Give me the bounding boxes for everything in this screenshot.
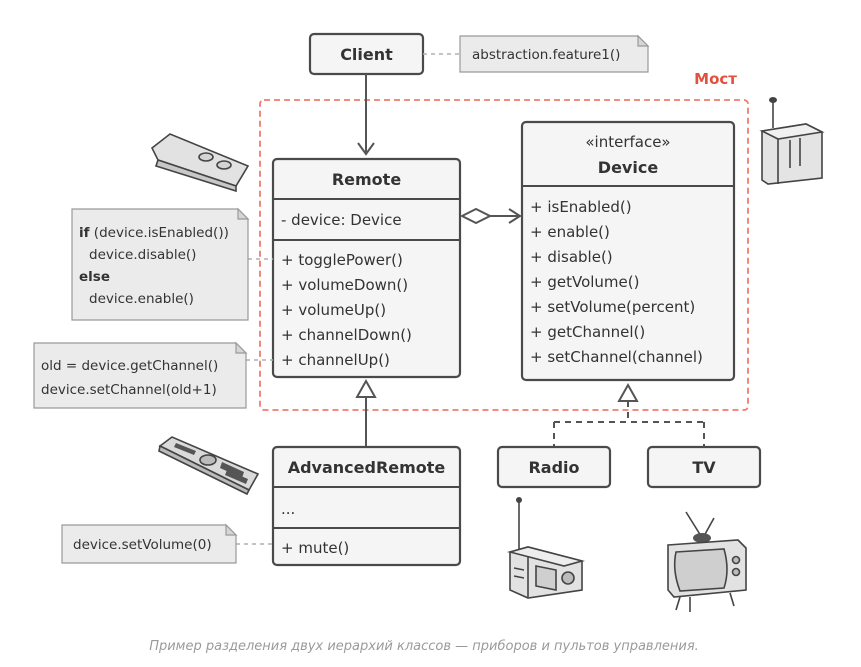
client-note: abstraction.feature1() bbox=[459, 34, 650, 73]
device-method: + getChannel() bbox=[530, 323, 645, 341]
client-note-text: abstraction.feature1() bbox=[472, 47, 620, 63]
radio-title: Radio bbox=[528, 458, 579, 477]
remote-field: - device: Device bbox=[281, 211, 402, 229]
arrow-head bbox=[357, 142, 375, 156]
device-method: + isEnabled() bbox=[530, 198, 632, 216]
device-stereotype: «interface» bbox=[585, 133, 670, 151]
toggle-note-else: else bbox=[79, 269, 110, 285]
aggregation-link bbox=[459, 207, 522, 225]
client-class: Client bbox=[308, 32, 425, 76]
tv-icon bbox=[667, 511, 747, 612]
tv-title: TV bbox=[692, 458, 716, 477]
device-method: + setVolume(percent) bbox=[530, 298, 695, 316]
advanced-remote-icon bbox=[158, 436, 260, 496]
remote-method: + volumeDown() bbox=[281, 276, 408, 294]
radio-icon bbox=[506, 497, 586, 599]
volume-note: device.setVolume(0) bbox=[61, 523, 238, 564]
remote-method: + volumeUp() bbox=[281, 301, 386, 319]
figure-caption: Пример разделения двух иерархий классов … bbox=[149, 639, 699, 654]
device-title: Device bbox=[598, 158, 659, 177]
device-method: + setChannel(channel) bbox=[530, 348, 703, 366]
router-icon bbox=[759, 97, 825, 185]
remote-method: + togglePower() bbox=[281, 251, 403, 269]
remote-method: + channelDown() bbox=[281, 326, 412, 344]
svg-text:if (device.isEnabled()): if (device.isEnabled()) bbox=[79, 225, 229, 241]
advanced-remote-class: AdvancedRemote ... + mute() bbox=[271, 445, 462, 567]
toggle-note-line: device.enable() bbox=[89, 291, 194, 307]
device-method: + getVolume() bbox=[530, 273, 639, 291]
client-title: Client bbox=[340, 45, 393, 64]
bridge-label: Мост bbox=[694, 70, 737, 88]
channel-note: old = device.getChannel() device.setChan… bbox=[33, 341, 248, 409]
device-method: + disable() bbox=[530, 248, 613, 266]
remote-title: Remote bbox=[332, 170, 401, 189]
volume-note-text: device.setVolume(0) bbox=[73, 537, 212, 553]
toggle-note-line: device.disable() bbox=[89, 247, 196, 263]
inheritance-link bbox=[355, 378, 377, 447]
remote-control-icon bbox=[150, 133, 250, 193]
toggle-note-if: if bbox=[79, 225, 90, 241]
device-method: + enable() bbox=[530, 223, 610, 241]
radio-class: Radio bbox=[496, 445, 612, 489]
device-interface: «interface» Device + isEnabled() + enabl… bbox=[520, 120, 736, 382]
tv-class: TV bbox=[646, 445, 762, 489]
remote-method: + channelUp() bbox=[281, 351, 390, 369]
realization-link bbox=[553, 382, 705, 447]
channel-note-line: old = device.getChannel() bbox=[41, 358, 218, 374]
toggle-note-cond: (device.isEnabled()) bbox=[90, 225, 229, 241]
channel-note-line: device.setChannel(old+1) bbox=[41, 382, 217, 398]
toggle-note: if (device.isEnabled()) device.disable()… bbox=[71, 207, 250, 321]
remote-class: Remote - device: Device + togglePower() … bbox=[271, 157, 462, 379]
advanced-remote-field: ... bbox=[281, 500, 295, 518]
bridge-region bbox=[259, 99, 749, 411]
advanced-remote-title: AdvancedRemote bbox=[288, 458, 446, 477]
advanced-remote-method: + mute() bbox=[281, 539, 349, 557]
